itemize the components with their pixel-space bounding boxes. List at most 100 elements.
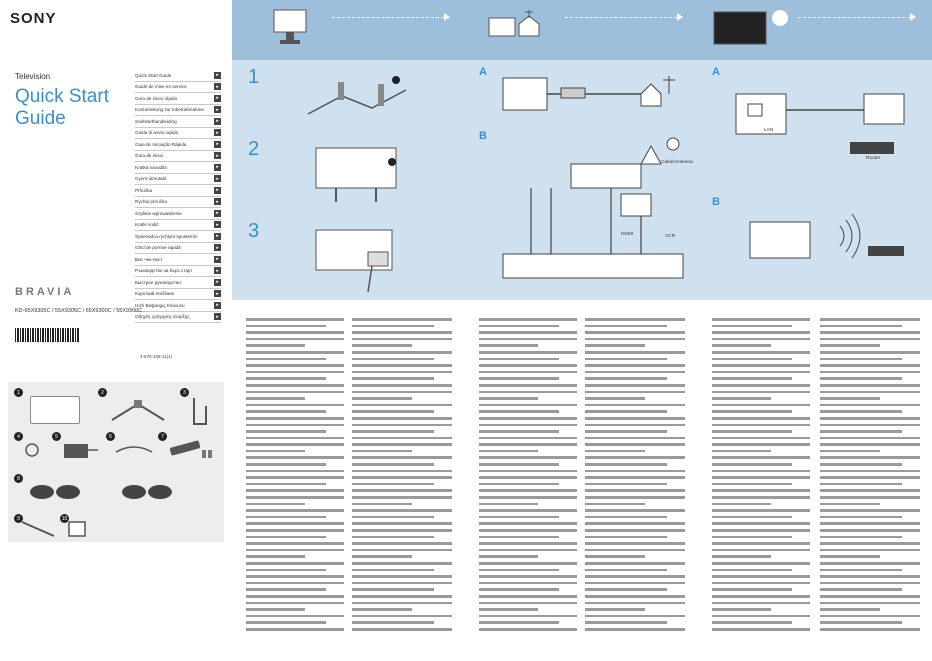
language-label: Guia de Iniciação Rápida: [135, 141, 187, 147]
text-line: [479, 601, 577, 605]
series-logo: BRAVIA: [15, 286, 75, 298]
text-column-left: [712, 318, 810, 635]
text-line: [352, 357, 434, 361]
text-line: [712, 515, 793, 519]
text-line: [712, 350, 810, 354]
language-label: Guida di avvio rapido: [135, 130, 179, 136]
text-line: [712, 364, 810, 367]
text-line: [479, 423, 577, 427]
text-line: [246, 377, 327, 380]
text-line: [479, 496, 577, 499]
language-item: Guida di avvio rapido▸: [135, 128, 221, 139]
glasses-icon: [30, 485, 80, 499]
text-line: [585, 377, 667, 380]
text-line: [585, 535, 667, 539]
tv-stand-icon: [273, 9, 307, 44]
text-line: [352, 344, 412, 347]
tv-network-icon: [713, 10, 788, 45]
text-line: [246, 350, 344, 354]
badge-3: 3: [180, 388, 189, 397]
text-line: [479, 627, 577, 631]
product-type: Television: [15, 72, 51, 81]
text-line: [479, 318, 577, 321]
text-line: [585, 502, 645, 506]
text-line: [352, 627, 452, 631]
text-line: [712, 621, 793, 624]
arrow-right-icon: ▸: [214, 163, 221, 171]
text-line: [820, 456, 920, 460]
wireless-lan-diagram: [749, 213, 904, 259]
text-line: [712, 403, 810, 407]
hdmi-label: HDMI: [621, 232, 634, 237]
text-line: [479, 614, 577, 618]
text-line: [820, 535, 902, 539]
text-line: [712, 449, 771, 453]
text-line: [712, 535, 793, 539]
wired-lan-diagram: [735, 93, 905, 154]
text-line: [585, 509, 685, 512]
text-line: [479, 581, 577, 585]
text-line: [479, 555, 538, 558]
text-line: [246, 416, 344, 420]
badge-5: 5: [52, 432, 61, 441]
text-line: [352, 403, 452, 407]
remote-icon: [169, 440, 212, 458]
language-item: Οδηγός γρήγορης έναρξης▸: [135, 312, 221, 323]
text-line: [352, 529, 452, 532]
text-line: [352, 423, 452, 427]
badge-2: 2: [98, 388, 107, 397]
language-item: Szybkie wprowadzenie▸: [135, 208, 221, 220]
arrow-right-icon: ▸: [214, 198, 221, 206]
text-line: [712, 318, 810, 321]
text-line: [352, 509, 452, 512]
text-line: [479, 482, 560, 486]
text-line: [352, 608, 412, 611]
text-line: [479, 522, 577, 525]
text-line: [352, 515, 434, 519]
text-line: [820, 364, 920, 367]
text-line: [246, 581, 344, 585]
text-line: [352, 469, 452, 473]
text-line: [585, 344, 645, 347]
text-line: [820, 509, 920, 512]
language-label: Příručka: [135, 187, 153, 193]
box-icon: [68, 521, 86, 537]
text-line: [352, 370, 452, 374]
text-line: [712, 337, 810, 341]
text-line: [712, 522, 810, 525]
page-title: Quick Start Guide: [15, 86, 109, 129]
text-line: [246, 502, 305, 506]
barcode: [15, 328, 79, 342]
text-line: [585, 443, 685, 446]
arrow-right-icon: ▸: [214, 313, 221, 321]
text-line: [246, 509, 344, 512]
text-line: [246, 449, 305, 453]
text-line: [352, 482, 434, 486]
text-line: [585, 627, 685, 631]
text-line: [820, 542, 920, 545]
language-item: Guía de inicio▸: [135, 151, 221, 162]
text-line: [820, 555, 880, 558]
language-label: Ръководство за бърз старт: [135, 268, 193, 274]
text-line: [246, 542, 344, 545]
text-line: [246, 337, 344, 341]
badge-1: 1: [14, 388, 23, 397]
text-line: [820, 403, 920, 407]
text-line: [246, 548, 344, 552]
text-line: [352, 476, 452, 479]
text-line: [246, 588, 327, 591]
antenna-house-icon: [488, 10, 540, 37]
text-line: [585, 601, 685, 605]
text-line: [246, 423, 344, 427]
text-line: [820, 608, 880, 611]
text-line: [820, 469, 920, 473]
text-line: [479, 357, 560, 361]
connection-panel: A B Cable/Antenna HDMI VCR: [465, 0, 698, 661]
badge-4: 4: [14, 432, 23, 441]
text-line: [352, 443, 452, 446]
language-label: Kurzanleitung zur Inbetriebnahme: [135, 107, 204, 113]
text-line: [479, 575, 577, 578]
text-column-right: [820, 318, 920, 635]
text-line: [585, 529, 685, 532]
power-adapter-icon: [64, 444, 98, 458]
